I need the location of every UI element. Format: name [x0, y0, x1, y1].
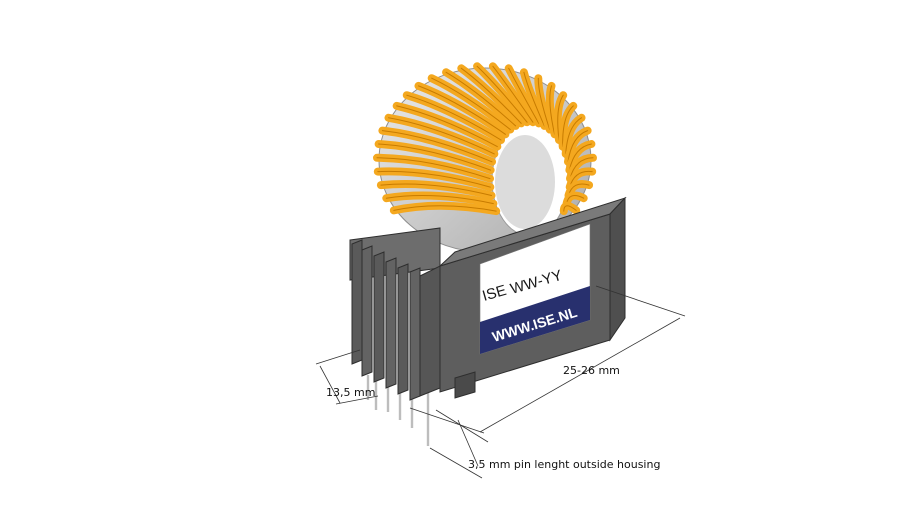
winding-turn-edge — [378, 143, 492, 171]
winding-turn-edge — [396, 105, 498, 148]
pin-length-label: 3,5 mm pin lenght outside housing — [468, 458, 661, 471]
length-dimension-label: 25-26 mm — [563, 364, 620, 377]
winding-turn-edge — [563, 205, 577, 212]
winding-turn-edge — [557, 94, 564, 141]
winding-turn-edge — [476, 65, 528, 123]
width-dimension-label: 13,5 mm — [326, 386, 376, 399]
winding-turn-edge — [492, 65, 534, 123]
label-brand: ISE — [480, 282, 508, 305]
dimension-lines — [315, 285, 686, 479]
winding-turn-edge — [418, 85, 506, 135]
winding-turn-edge — [381, 130, 493, 163]
winding-turn-edge — [445, 71, 517, 127]
winding-turn-edge — [460, 67, 522, 124]
winding-turn-edge — [385, 195, 494, 205]
winding-turn-edge — [388, 117, 495, 155]
winding-turn-edge — [376, 157, 491, 180]
winding-turn-edge — [566, 195, 585, 205]
winding-turn-edge — [562, 105, 574, 148]
winding-turn-edge — [565, 117, 582, 155]
winding-turn-edge — [568, 143, 592, 171]
winding-turn-edge — [537, 77, 551, 130]
winding-turn-edge — [508, 67, 540, 124]
winding-turn-edge — [406, 94, 502, 141]
copper-winding — [373, 62, 597, 216]
winding-turn-edge — [393, 205, 497, 212]
winding-turn-edge — [431, 77, 511, 130]
winding-turn-edge — [380, 183, 492, 196]
winding-turn-edge — [377, 170, 491, 188]
winding-turn-edge — [567, 130, 589, 163]
winding-turn-edge — [549, 85, 556, 135]
winding-turn-edge — [523, 71, 545, 127]
